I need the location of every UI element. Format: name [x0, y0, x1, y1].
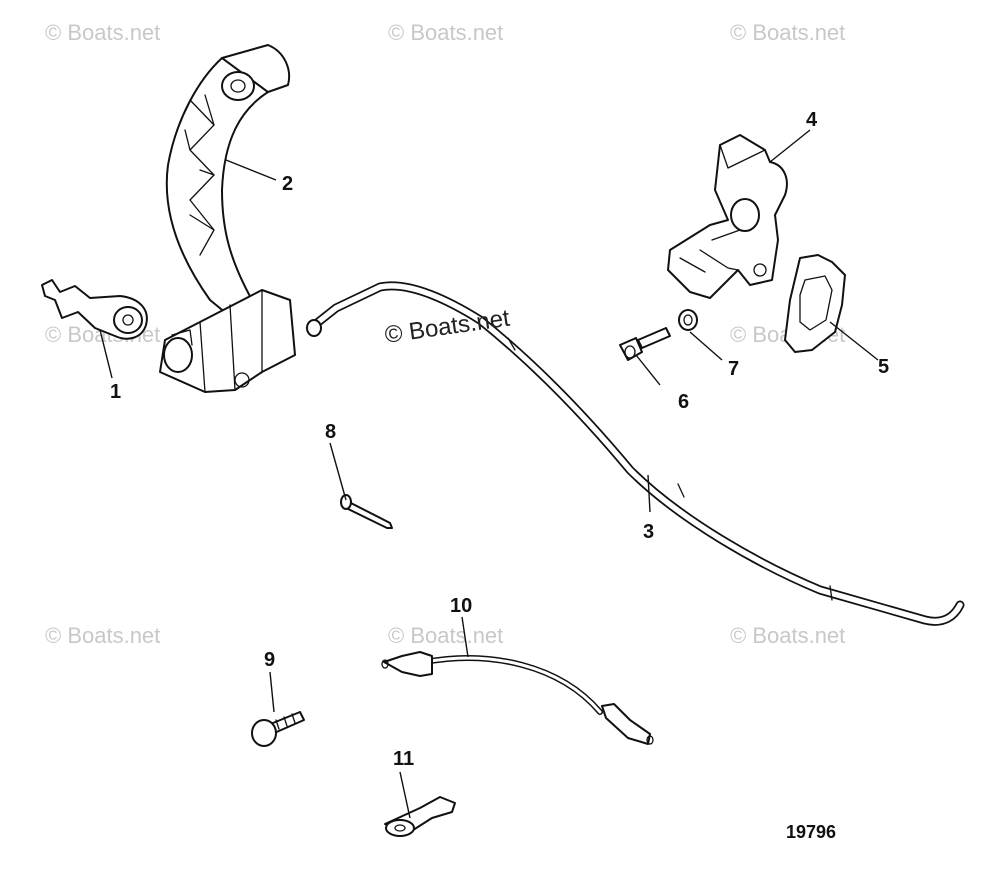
screw-part: [251, 711, 305, 747]
callout-9: 9: [264, 649, 275, 671]
watermark: © Boats.net: [388, 20, 503, 45]
gasket-plate: [784, 254, 846, 353]
watermark: © Boats.net: [388, 623, 503, 648]
callout-10: 10: [450, 595, 472, 617]
cam-housing: [667, 134, 788, 299]
pin-part: [340, 494, 393, 529]
bracket-part: [41, 279, 148, 340]
callout-6: 6: [678, 391, 689, 413]
callout-5: 5: [878, 356, 889, 378]
watermark: © Boats.net: [45, 20, 160, 45]
watermark: © Boats.net: [730, 623, 845, 648]
leader-lines: [99, 129, 879, 819]
bolt-part: [619, 327, 671, 361]
callout-1: 1: [110, 381, 121, 403]
control-rod: [306, 281, 965, 626]
callout-4: 4: [806, 109, 818, 131]
callouts: 1 2 3 4 5 6 7 8 9 10 11: [110, 109, 889, 770]
throttle-lever-arm: [159, 44, 296, 393]
cable-part: [381, 651, 654, 745]
drawing-number: 19796: [786, 822, 836, 842]
ground-strap-part: [384, 796, 456, 837]
watermark: © Boats.net: [730, 20, 845, 45]
watermark: © Boats.net: [45, 623, 160, 648]
callout-7: 7: [728, 358, 739, 380]
callout-3: 3: [643, 521, 654, 543]
callout-11: 11: [393, 748, 414, 770]
callout-8: 8: [325, 421, 336, 443]
bushing-part: [678, 309, 698, 331]
center-watermark: © Boats.net: [383, 305, 512, 349]
callout-2: 2: [282, 173, 293, 195]
